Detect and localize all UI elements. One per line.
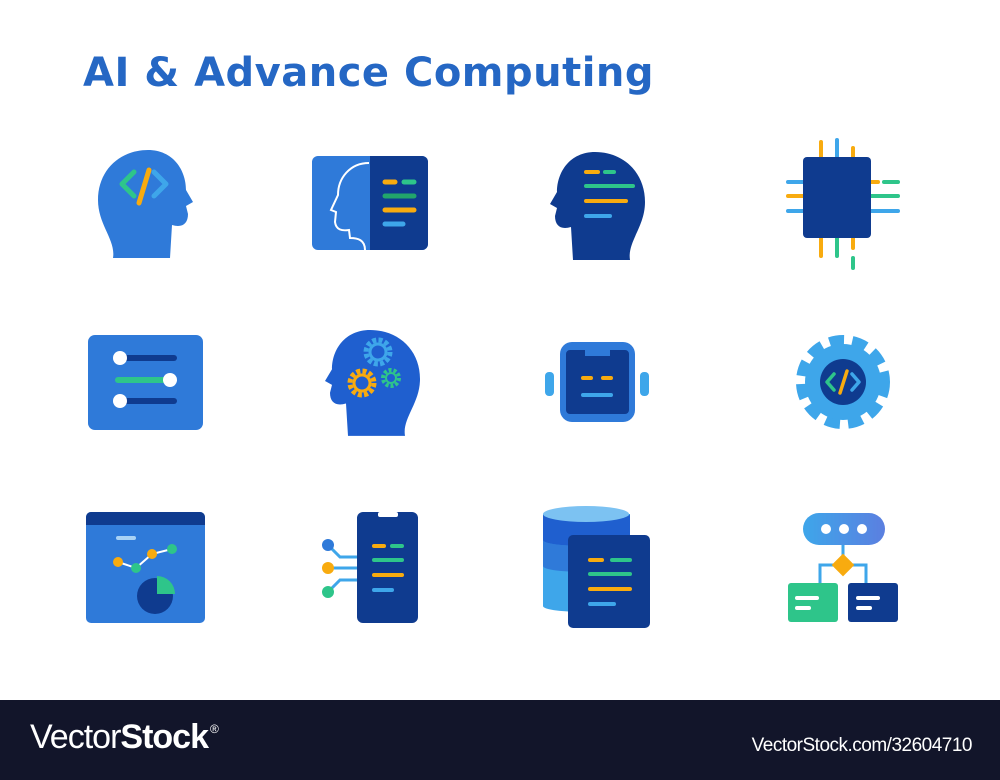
brand-bold: Stock <box>120 718 209 756</box>
image-url: VectorStock.com/32604710 <box>751 735 973 756</box>
database-document-icon <box>543 506 650 628</box>
page-title: AI & Advance Computing <box>83 50 655 96</box>
icon-set <box>86 138 900 628</box>
phone-circuit-icon <box>322 512 418 623</box>
processor-chip-icon <box>786 138 900 270</box>
gear-code-icon <box>796 335 890 429</box>
face-scan-panel-icon <box>312 156 428 251</box>
brand-light: Vector <box>30 718 121 756</box>
registered-mark: ® <box>209 722 219 736</box>
flowchart-icon <box>788 513 898 622</box>
footer-bar: VectorStock® VectorStock.com/32604710 <box>0 700 1000 780</box>
ai-head-data-icon <box>550 152 645 260</box>
vectorstock-logo: VectorStock® <box>30 718 219 757</box>
analytics-browser-icon <box>86 512 205 623</box>
head-gears-icon <box>325 330 420 436</box>
ai-head-code-icon <box>98 150 193 258</box>
settings-sliders-icon <box>88 335 203 430</box>
robot-face-icon <box>545 342 649 422</box>
